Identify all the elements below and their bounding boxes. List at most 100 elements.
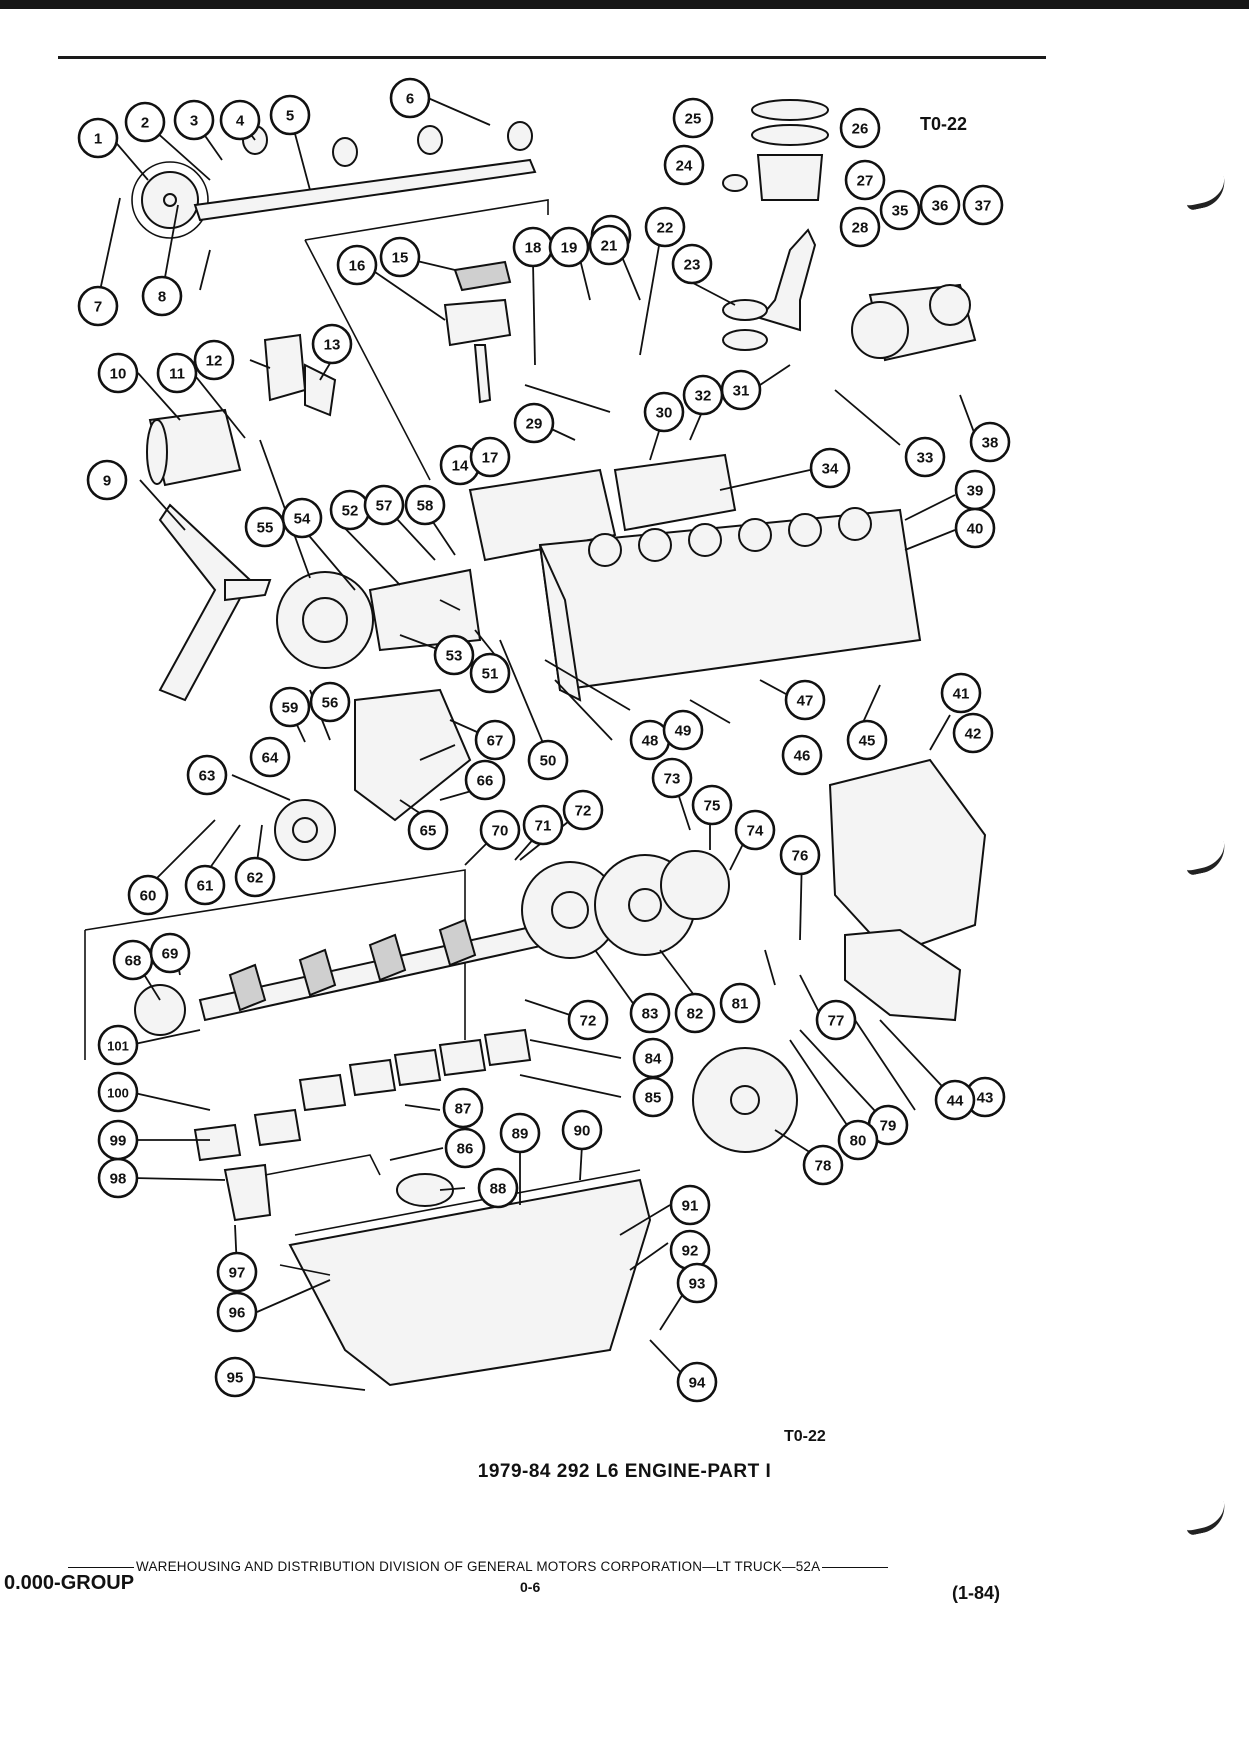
callout-number: 31: [733, 383, 750, 400]
callout-92: 92: [669, 1229, 711, 1271]
callout-number: 39: [967, 483, 984, 500]
callout-52: 52: [329, 489, 371, 531]
callout-40: 40: [954, 507, 996, 549]
callout-circle: [311, 323, 353, 365]
callout-70: 70: [479, 809, 521, 851]
callout-66: 66: [464, 759, 506, 801]
callout-86: 86: [444, 1127, 486, 1169]
callout-5: 5: [269, 94, 311, 136]
callout-number: 89: [512, 1126, 529, 1143]
callout-number: 57: [376, 498, 393, 515]
callout-number: 25: [685, 111, 702, 128]
callout-88: 88: [477, 1167, 519, 1209]
callout-circle: [442, 1087, 484, 1129]
callout-circle: [629, 992, 671, 1034]
callout-number: 60: [140, 888, 157, 905]
callout-circle: [363, 484, 405, 526]
callout-number: 53: [446, 648, 463, 665]
callout-34: 34: [809, 447, 851, 489]
callout-29: 29: [513, 402, 555, 444]
callout-circle: [548, 226, 590, 268]
callout-circle: [173, 99, 215, 141]
callout-circle: [527, 739, 569, 781]
callout-48: 48: [629, 719, 671, 761]
callout-64: 64: [249, 736, 291, 778]
callout-number: 76: [792, 848, 809, 865]
callout-circle: [127, 874, 169, 916]
callout-number: 99: [110, 1133, 127, 1150]
callout-circle: [464, 759, 506, 801]
callout-83: 83: [629, 992, 671, 1034]
callout-33: 33: [904, 436, 946, 478]
callout-number: 38: [982, 435, 999, 452]
callout-9: 9: [86, 459, 128, 501]
callout-number: 77: [828, 1013, 845, 1030]
callout-71: 71: [522, 804, 564, 846]
callout-79: 79: [867, 1104, 909, 1146]
callout-number: 56: [322, 695, 339, 712]
dust-shield: [844, 928, 962, 1022]
callout-layer: 1234567891011121314151617181920212223242…: [77, 77, 1011, 1403]
callout-circle: [433, 634, 475, 676]
main-bearing-caps: [193, 1028, 532, 1162]
callout-circle: [815, 999, 857, 1041]
callout-number: 40: [967, 521, 984, 538]
flywheel-and-clutch: [521, 850, 730, 959]
callout-91: 91: [669, 1184, 711, 1226]
callout-89: 89: [499, 1112, 541, 1154]
callout-number: 35: [892, 203, 909, 220]
callout-50: 50: [527, 739, 569, 781]
callout-19: 19: [548, 226, 590, 268]
callout-6: 6: [389, 77, 431, 119]
callout-circle: [513, 402, 555, 444]
callout-circle: [499, 1112, 541, 1154]
callout-circle: [839, 206, 881, 248]
callout-number: 78: [815, 1158, 832, 1175]
callout-45: 45: [846, 719, 888, 761]
callout-number: 48: [642, 733, 659, 750]
callout-75: 75: [691, 784, 733, 826]
callout-98: 98: [97, 1157, 139, 1199]
callout-number: 32: [695, 388, 712, 405]
callout-number: 13: [324, 337, 341, 354]
callout-number: 90: [574, 1123, 591, 1140]
callout-17: 17: [469, 436, 511, 478]
callout-number: 55: [257, 520, 274, 537]
callout-circle: [839, 107, 881, 149]
callout-number: 68: [125, 953, 142, 970]
callout-3: 3: [173, 99, 215, 141]
callout-63: 63: [186, 754, 228, 796]
distributor: [443, 260, 512, 404]
callout-circle: [336, 244, 378, 286]
callout-circle: [97, 1119, 139, 1161]
callout-circle: [809, 447, 851, 489]
callout-number: 4: [236, 113, 245, 130]
callout-51: 51: [469, 652, 511, 694]
callout-circle: [802, 1144, 844, 1186]
callout-number: 61: [197, 878, 214, 895]
callout-number: 100: [107, 1086, 129, 1101]
callout-number: 86: [457, 1141, 474, 1158]
callout-number: 69: [162, 946, 179, 963]
callout-circle: [186, 754, 228, 796]
callout-circle: [781, 734, 823, 776]
callout-73: 73: [651, 757, 693, 799]
drawing-code-top: T0-22: [920, 114, 968, 134]
callout-96: 96: [216, 1291, 258, 1333]
callout-number: 54: [294, 511, 311, 528]
callout-13: 13: [311, 323, 353, 365]
callout-number: 15: [392, 250, 409, 267]
callout-72: 72: [567, 999, 609, 1041]
callout-number: 19: [561, 240, 578, 257]
callout-number: 8: [158, 289, 166, 306]
callout-circle: [952, 712, 994, 754]
callout-31: 31: [720, 369, 762, 411]
connecting-rod: [722, 228, 817, 351]
callout-number: 41: [953, 686, 970, 703]
callout-84: 84: [632, 1037, 674, 1079]
callout-99: 99: [97, 1119, 139, 1161]
callout-59: 59: [269, 686, 311, 728]
callout-number: 28: [852, 220, 869, 237]
callout-circle: [214, 1356, 256, 1398]
